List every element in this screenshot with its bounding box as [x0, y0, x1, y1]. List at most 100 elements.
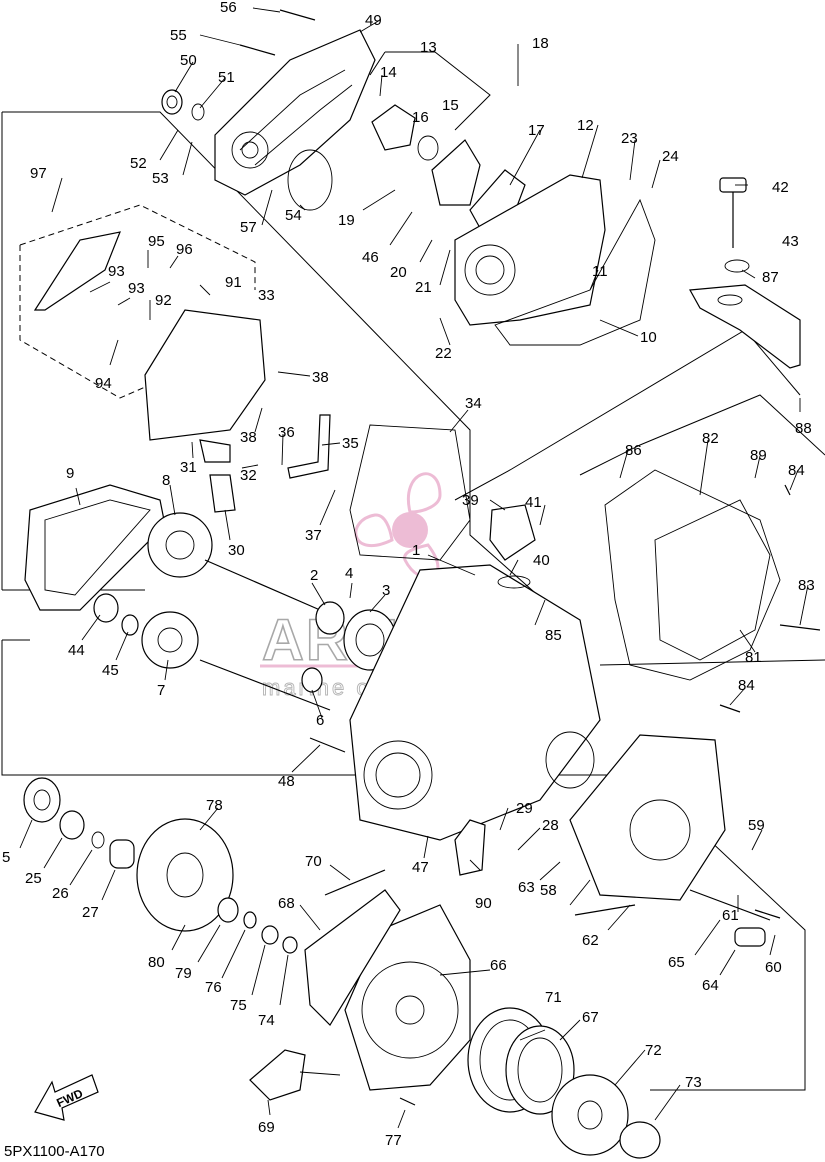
callout: 14 [380, 64, 397, 81]
callout: 25 [25, 870, 42, 887]
callout: 2 [310, 567, 318, 584]
callout: 56 [220, 0, 237, 16]
part-shapes [23, 9, 821, 1159]
callout: 41 [525, 494, 542, 511]
callout: 12 [577, 117, 594, 134]
callout: 23 [621, 130, 638, 147]
callout: 65 [668, 954, 685, 971]
callout: 74 [258, 1012, 275, 1029]
callout: 43 [782, 233, 799, 250]
callout: 51 [218, 69, 235, 86]
callout: 38 [240, 429, 257, 446]
callout: 26 [52, 885, 69, 902]
callout: 73 [685, 1074, 702, 1091]
callout: 8 [162, 472, 170, 489]
callout: 62 [582, 932, 599, 949]
callout: 85 [545, 627, 562, 644]
callout: 20 [390, 264, 407, 281]
callout: 97 [30, 165, 47, 182]
callout: 32 [240, 467, 257, 484]
callout: 95 [148, 233, 165, 250]
callout: 53 [152, 170, 169, 187]
callout: 1 [412, 542, 420, 559]
callout: 57 [240, 219, 257, 236]
callout: 66 [490, 957, 507, 974]
callout: 52 [130, 155, 147, 172]
callout: 35 [342, 435, 359, 452]
callout: 76 [205, 979, 222, 996]
callout: 4 [345, 565, 353, 582]
callout: 19 [338, 212, 355, 229]
callout: 88 [795, 420, 812, 437]
callout: 71 [545, 989, 562, 1006]
callout: 16 [412, 109, 429, 126]
callout: 22 [435, 345, 452, 362]
callout: 81 [745, 649, 762, 666]
callout: 6 [316, 712, 324, 729]
callout: 70 [305, 853, 322, 870]
callout: 87 [762, 269, 779, 286]
callout: 38 [312, 369, 329, 386]
callout: 59 [748, 817, 765, 834]
callout: 93 [108, 263, 125, 280]
callout: 47 [412, 859, 429, 876]
callout: 29 [516, 800, 533, 817]
watermark-logo-icon [354, 472, 442, 580]
callout: 96 [176, 241, 193, 258]
callout: 61 [722, 907, 739, 924]
callout: 46 [362, 249, 379, 266]
callout: 37 [305, 527, 322, 544]
callout: 67 [582, 1009, 599, 1026]
callout: 15 [442, 97, 459, 114]
callout: 3 [382, 582, 390, 599]
callout-labels: 1 2 3 4 5 6 7 8 9 10 11 12 13 14 15 16 1… [2, 0, 815, 1149]
callout: 34 [465, 395, 482, 412]
callout: 17 [528, 122, 545, 139]
diagram-code: 5PX1100-A170 [4, 1143, 105, 1160]
callout: 68 [278, 895, 295, 912]
callout: 91 [225, 274, 242, 291]
callout: 27 [82, 904, 99, 921]
callout: 83 [798, 577, 815, 594]
callout: 89 [750, 447, 767, 464]
callout: 33 [258, 287, 275, 304]
callout: 50 [180, 52, 197, 69]
callout: 79 [175, 965, 192, 982]
callout: 5 [2, 849, 10, 866]
callout: 92 [155, 292, 172, 309]
leader-lines [19, 7, 809, 1129]
callout: 10 [640, 329, 657, 346]
callout: 75 [230, 997, 247, 1014]
callout: 11 [592, 263, 608, 280]
callout: 13 [420, 39, 437, 56]
callout: 30 [228, 542, 245, 559]
callout: 94 [95, 375, 112, 392]
callout: 63 [518, 879, 535, 896]
callout: 49 [365, 12, 382, 29]
callout: 42 [772, 179, 789, 196]
callout: 78 [206, 797, 223, 814]
callout: 72 [645, 1042, 662, 1059]
callout: 40 [533, 552, 550, 569]
callout: 80 [148, 954, 165, 971]
callout: 82 [702, 430, 719, 447]
callout: 58 [540, 882, 557, 899]
callout: 36 [278, 424, 295, 441]
callout: 21 [415, 279, 432, 296]
callout: 45 [102, 662, 119, 679]
callout: 86 [625, 442, 642, 459]
callout: 77 [385, 1132, 402, 1149]
callout: 64 [702, 977, 719, 994]
callout: 18 [532, 35, 549, 52]
callout: 7 [157, 682, 165, 699]
callout: 90 [475, 895, 492, 912]
fwd-arrow-icon: FWD [34, 1074, 99, 1121]
callout: 9 [66, 465, 74, 482]
callout: 48 [278, 773, 295, 790]
callout: 24 [662, 148, 679, 165]
callout: 44 [68, 642, 85, 659]
callout: 55 [170, 27, 187, 44]
callout: 39 [462, 492, 479, 509]
callout: 28 [542, 817, 559, 834]
